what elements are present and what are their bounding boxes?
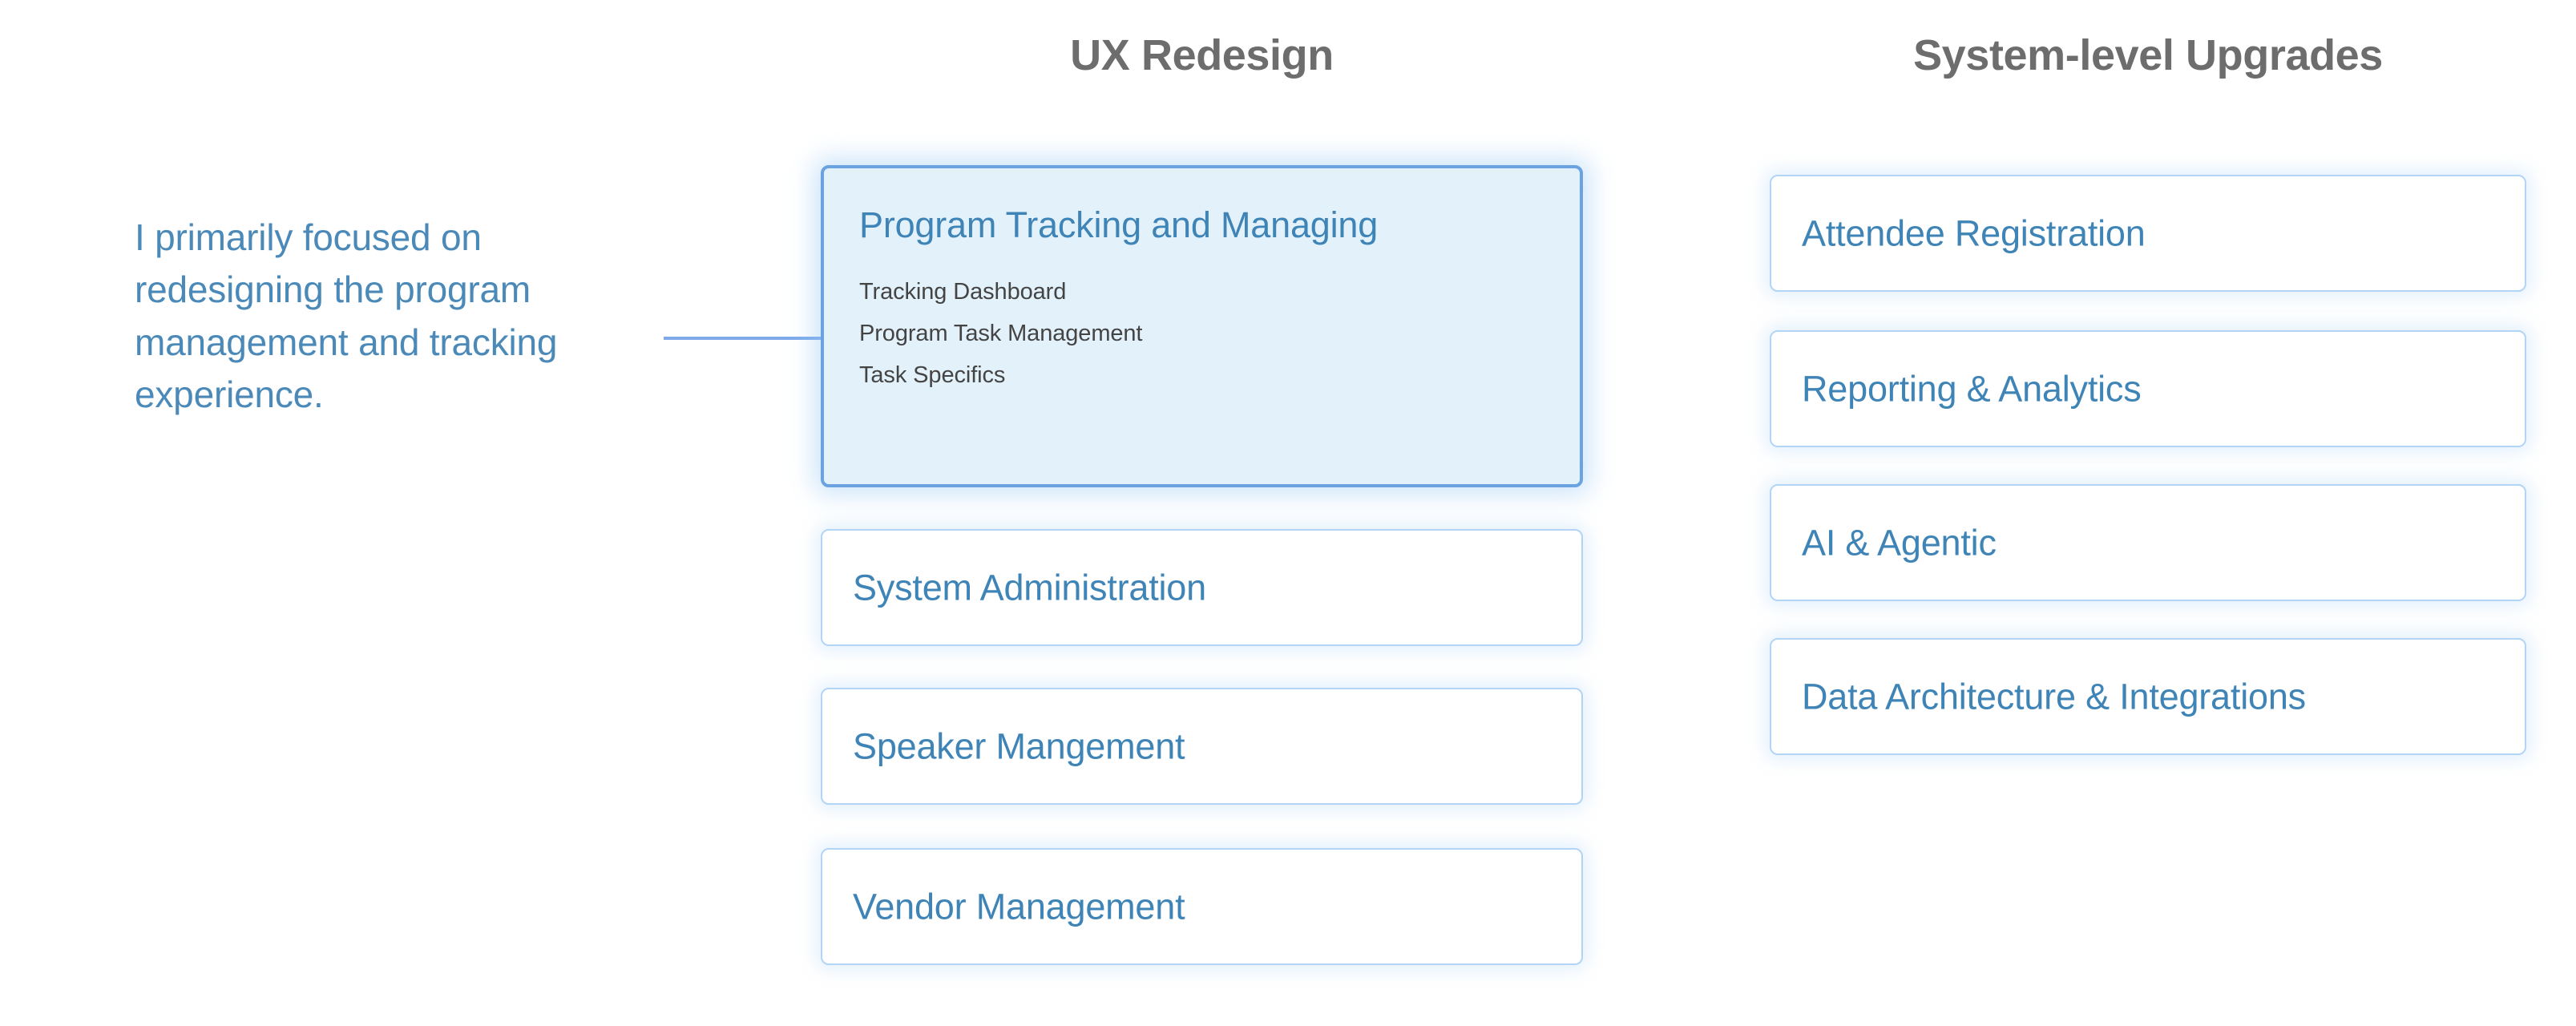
card-attendee-registration[interactable]: Attendee Registration (1770, 175, 2526, 292)
card-program-tracking-and-managing[interactable]: Program Tracking and Managing Tracking D… (821, 165, 1583, 487)
card-vendor-management[interactable]: Vendor Management (821, 848, 1583, 965)
card-title: Vendor Management (853, 886, 1185, 927)
card-system-administration[interactable]: System Administration (821, 529, 1583, 646)
annotation-text: I primarily focused on redesigning the p… (135, 216, 558, 415)
card-ai-and-agentic[interactable]: AI & Agentic (1770, 484, 2526, 601)
sub-item-tracking-dashboard[interactable]: Tracking Dashboard (859, 279, 1067, 305)
card-title: Data Architecture & Integrations (1802, 676, 2306, 717)
card-speaker-mangement[interactable]: Speaker Mangement (821, 688, 1583, 805)
card-title: Speaker Mangement (853, 725, 1185, 767)
card-sub-list: Tracking Dashboard Program Task Manageme… (859, 281, 1142, 387)
card-title: Reporting & Analytics (1802, 368, 2142, 410)
sub-item-program-task-management[interactable]: Program Task Management (859, 321, 1143, 346)
column-heading-system-level-upgrades: System-level Upgrades (1913, 31, 2383, 79)
column-heading-ux-redesign: UX Redesign (1070, 31, 1334, 79)
card-data-architecture-and-integrations[interactable]: Data Architecture & Integrations (1770, 638, 2526, 755)
card-title: System Administration (853, 567, 1206, 608)
card-title: Program Tracking and Managing (859, 204, 1379, 245)
card-reporting-and-analytics[interactable]: Reporting & Analytics (1770, 330, 2526, 447)
card-title: Attendee Registration (1802, 212, 2146, 254)
sub-item-task-specifics[interactable]: Task Specifics (859, 362, 1006, 388)
connector-line (664, 337, 824, 340)
card-title: AI & Agentic (1802, 522, 1997, 563)
